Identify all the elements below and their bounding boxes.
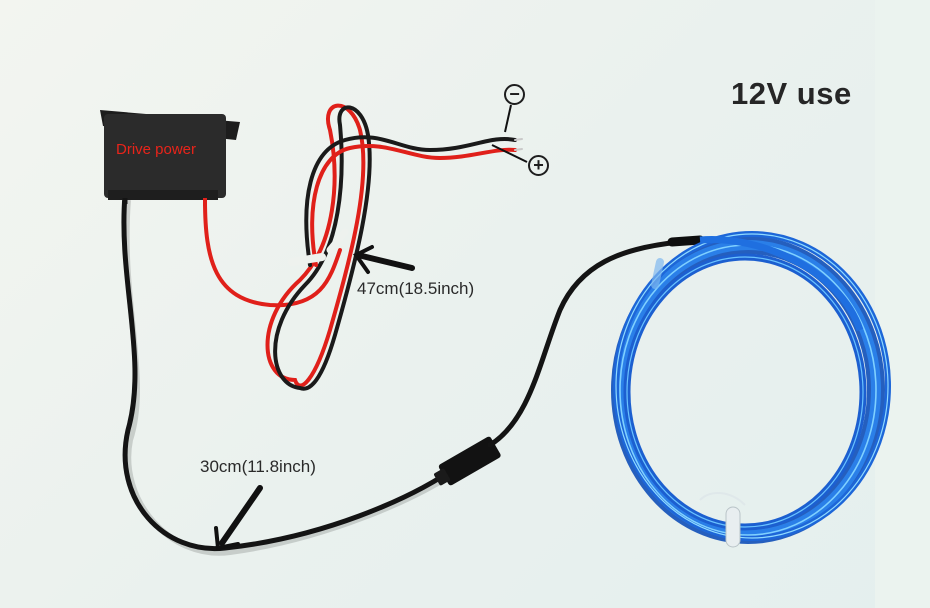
arrow-47cm bbox=[353, 245, 415, 274]
coil-tie bbox=[699, 492, 746, 548]
input-cable-bundle bbox=[203, 103, 523, 391]
el-wire-sleeve bbox=[667, 235, 705, 247]
connector bbox=[434, 436, 501, 486]
negative-terminal-icon: − bbox=[504, 84, 525, 105]
driver-box bbox=[100, 110, 240, 206]
background-band bbox=[875, 0, 930, 608]
input-cable-length-label: 47cm(18.5inch) bbox=[357, 279, 475, 298]
zip-tie bbox=[288, 228, 349, 266]
output-cable bbox=[121, 192, 461, 552]
el-wire-coil bbox=[611, 231, 891, 544]
driver-box-label: Drive power bbox=[116, 141, 197, 158]
minus-leader bbox=[504, 104, 512, 133]
positive-terminal-icon: + bbox=[528, 155, 549, 176]
plus-leader bbox=[491, 144, 528, 163]
connector-to-el-cable bbox=[487, 239, 683, 448]
voltage-title: 12V use bbox=[731, 76, 852, 111]
cable-shadows bbox=[123, 199, 472, 556]
arrow-30cm bbox=[214, 485, 263, 551]
output-cable-length-label: 30cm(11.8inch) bbox=[200, 457, 316, 476]
